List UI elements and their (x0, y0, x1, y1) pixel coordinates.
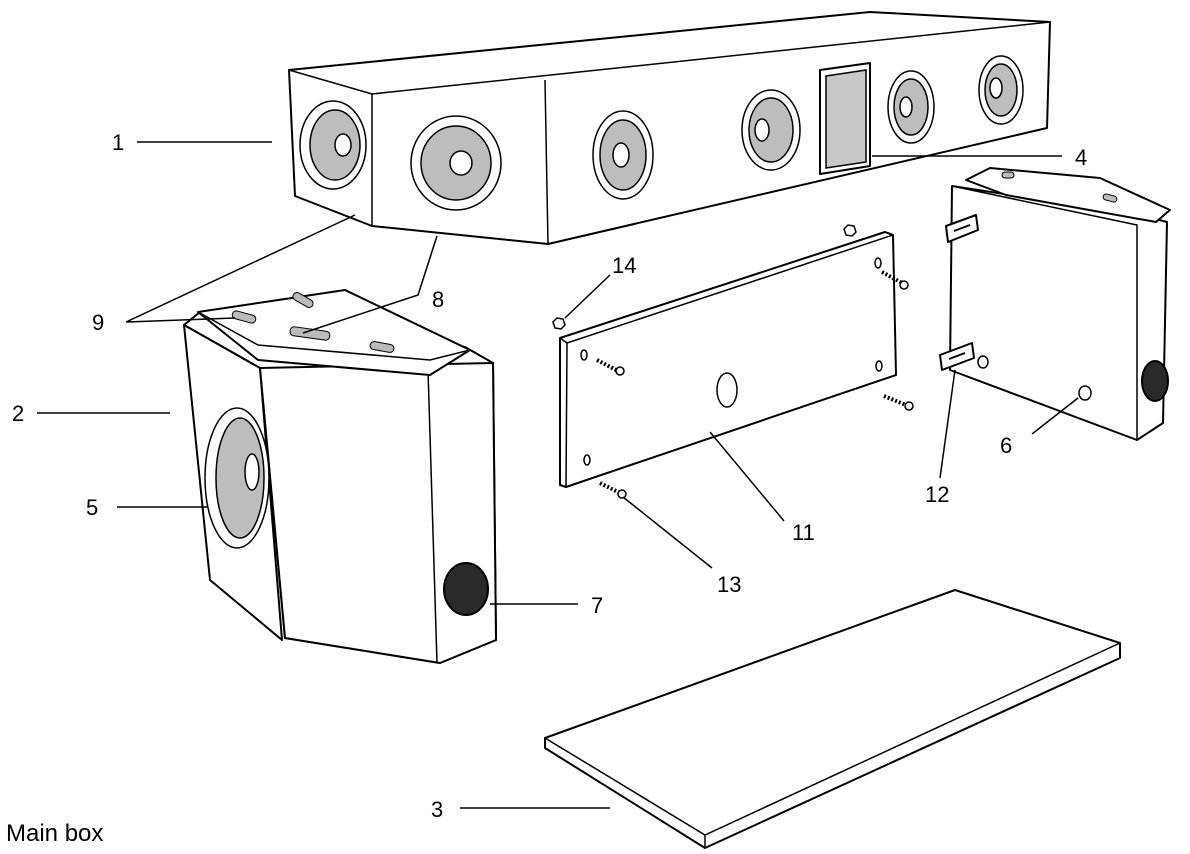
callout-12: 12 (925, 482, 949, 507)
left-box (183, 289, 497, 664)
callout-6: 6 (1000, 433, 1012, 458)
nut-b (843, 224, 857, 237)
screw-c (883, 394, 914, 411)
bass-port (443, 562, 489, 616)
nut-a (552, 317, 566, 330)
callout-13: 13 (717, 572, 741, 597)
top-speaker-4 (741, 89, 801, 171)
side-port (1141, 360, 1169, 402)
leader-lines (37, 141, 1079, 809)
callout-4: 4 (1075, 145, 1087, 170)
woofer (204, 407, 270, 549)
panel-hole (716, 372, 738, 408)
callout-11: 11 (792, 520, 815, 545)
screw-b (881, 270, 909, 290)
callout-labels: 1 2 3 4 5 6 7 8 9 11 12 13 14 (12, 130, 1087, 822)
screw-d (599, 481, 627, 499)
top-speaker-3 (592, 110, 654, 200)
top-speaker-1 (299, 100, 367, 190)
top-plate-slot-c (289, 326, 331, 341)
screw-a (596, 358, 625, 376)
top-plate-slot-a (231, 310, 257, 324)
callout-2: 2 (12, 401, 24, 426)
bracket-upper (945, 214, 979, 243)
top-speaker-2 (410, 115, 502, 211)
callout-8: 8 (432, 287, 444, 312)
callout-3: 3 (431, 797, 443, 822)
right-box (939, 167, 1171, 441)
top-plate-slot-d (369, 341, 395, 353)
bracket-lower (939, 342, 975, 371)
back-panel (552, 224, 914, 499)
base-plate (544, 589, 1121, 849)
top-speaker-5 (887, 70, 935, 144)
callout-7: 7 (591, 593, 603, 618)
callout-5: 5 (86, 495, 98, 520)
top-plate-slot-b (292, 292, 314, 308)
caption: Main box (6, 820, 104, 847)
display-window (819, 62, 871, 175)
top-speaker-6 (978, 55, 1024, 125)
callout-14: 14 (612, 253, 636, 278)
callout-9: 9 (92, 310, 104, 335)
callout-1: 1 (112, 130, 124, 155)
main-box-top (288, 11, 1051, 245)
